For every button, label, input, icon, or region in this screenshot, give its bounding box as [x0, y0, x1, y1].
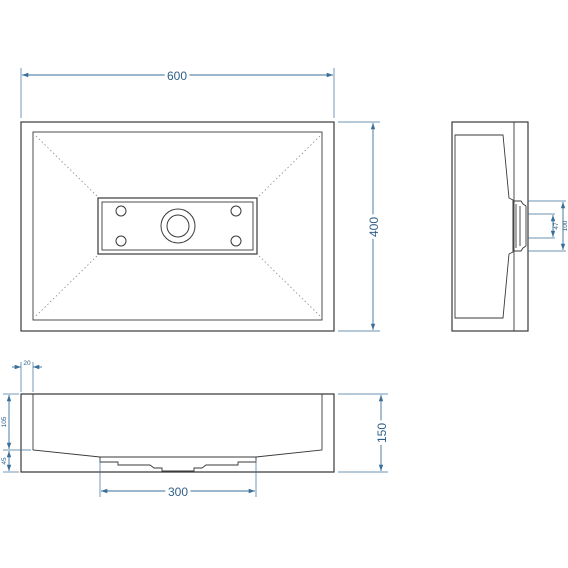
side-view: 47 100 [451, 121, 568, 332]
slope-line-top-right [255, 135, 321, 200]
basin-inner-bowl [32, 131, 323, 321]
dim-label-width: 600 [167, 69, 187, 83]
front-drain-profile [99, 457, 257, 472]
front-dim-label-45: 45 [1, 457, 8, 465]
top-view: 600 400 [20, 66, 384, 332]
side-dim-label-100: 100 [562, 220, 568, 231]
mounting-hole-bottom-left [115, 235, 127, 247]
mounting-hole-top-left [115, 205, 127, 217]
front-dim-label-20: 20 [23, 360, 31, 367]
side-inner-wall [454, 134, 514, 319]
front-outer-body [20, 393, 335, 473]
drain-hole-inner [166, 214, 190, 238]
front-dim-label-150: 150 [375, 423, 389, 443]
front-dim-label-300: 300 [168, 485, 188, 499]
dim-label-height: 400 [367, 217, 381, 237]
mounting-hole-bottom-right [230, 235, 242, 247]
front-dim-label-105: 105 [1, 416, 8, 427]
side-dim-label-47: 47 [553, 222, 560, 230]
front-view: 20 105 45 150 300 [1, 360, 392, 502]
side-drain-flange [512, 200, 527, 252]
slope-line-top-left [35, 135, 101, 200]
drain-plate-inner [101, 201, 254, 251]
front-inner-bowl [32, 394, 323, 458]
slope-line-bottom-right [255, 252, 321, 317]
side-outer-body [451, 121, 529, 332]
slope-line-bottom-left [35, 252, 101, 317]
mounting-hole-top-right [230, 205, 242, 217]
